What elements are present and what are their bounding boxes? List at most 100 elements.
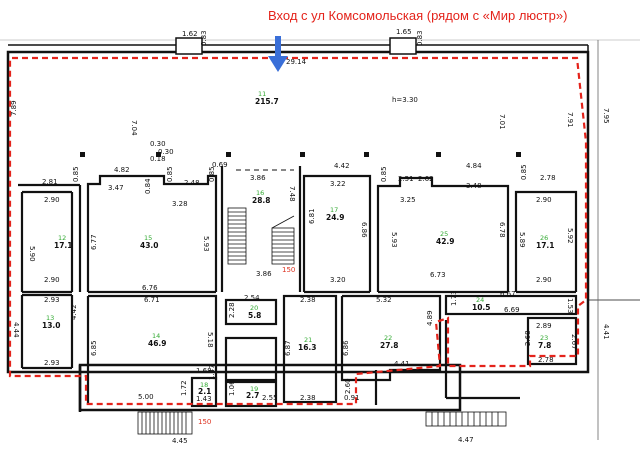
dim-085a: 0.85 [72, 166, 80, 182]
room-22-number: 22 [384, 334, 392, 342]
room-12-bottom: 2.90 [44, 276, 60, 284]
room-26-number: 26 [540, 234, 548, 242]
room-13-area: 13.0 [42, 321, 61, 330]
dim-084: 0.84 [144, 178, 152, 194]
dim-281: 2.81 [42, 178, 58, 186]
dim-347: 3.47 [108, 184, 124, 192]
dim-447: 4.47 [458, 436, 474, 444]
dim-col-left-h: 0.83 [200, 30, 208, 46]
room-21-right: 6.86 [342, 340, 350, 356]
room-17-left: 6.81 [308, 208, 316, 224]
room-24-right: 1.53 [566, 298, 574, 314]
room-23-bottom: 2.78 [538, 356, 554, 364]
hall-height: h=3.30 [392, 96, 418, 104]
room-12-top: 2.90 [44, 196, 60, 204]
dim-col-right: 1.65 [396, 28, 412, 36]
entrance-note: Вход с ул Комсомольская (рядом с «Мир лю… [268, 8, 568, 23]
hall-col-b: 0.30 [158, 148, 174, 156]
room-17-number: 17 [330, 206, 338, 214]
stairs-bottom-left [137, 411, 193, 435]
room-13-left: 4.44 [12, 322, 20, 338]
hall-col-c: 0.18 [150, 155, 166, 163]
room-18-side-a: 1.47 [208, 364, 216, 380]
room-23-area: 7.8 [538, 341, 551, 350]
room-19-left: 1.06 [228, 380, 236, 396]
room-18-width: 1.43 [196, 395, 212, 403]
room-25-left: 5.93 [390, 232, 398, 248]
dim-col-right-h: 0.83 [416, 30, 424, 46]
room-20-top: 2.54 [244, 294, 260, 302]
hall-right-outer: 7.95 [602, 108, 610, 124]
dim-091: 0.91 [344, 394, 360, 402]
room-25-top: 3.25 [400, 196, 416, 204]
room-16-number: 16 [256, 189, 264, 197]
room-24-number: 24 [476, 296, 484, 304]
dim-085d: 0.85 [380, 166, 388, 182]
room-22-bottom: 4.41 [394, 360, 410, 368]
top-columns [175, 37, 417, 55]
dim-445: 4.45 [172, 437, 188, 445]
dim-251: 2.51 [398, 175, 414, 183]
room-26-left: 5.89 [518, 232, 526, 248]
room-26-area: 17.1 [536, 241, 555, 250]
room-13-bottom: 2.93 [44, 359, 60, 367]
room-21-area: 16.3 [298, 343, 317, 352]
entrance-arrow [268, 36, 288, 72]
dim-col-left: 1.62 [182, 30, 198, 38]
room-15-top: 3.28 [172, 200, 188, 208]
dim-748: 7.48 [288, 186, 296, 202]
room-18-top: 1.68 [196, 367, 212, 375]
room-25-bottom: 6.73 [430, 271, 446, 279]
room-21-top: 2.38 [300, 296, 316, 304]
room-16-area: 28.8 [252, 196, 271, 205]
room-19-right: 2.55 [262, 394, 278, 402]
room-11-area: 215.7 [255, 97, 279, 106]
room-21-left: 6.87 [284, 340, 292, 356]
dim-248: 2.48 [184, 179, 200, 187]
room-15-area: 43.0 [140, 241, 159, 250]
room-26-right: 5.92 [566, 228, 574, 244]
room-23-right: 2.67 [570, 334, 578, 350]
room-12-number: 12 [58, 234, 66, 242]
room-12-area: 17.1 [54, 241, 73, 250]
stairs-main [227, 207, 295, 265]
room-25-right: 6.78 [498, 222, 506, 238]
dim-085e: 0.85 [520, 164, 528, 180]
room-22-area: 27.8 [380, 341, 399, 350]
room-17-bottom: 3.20 [330, 276, 346, 284]
room-23-top: 2.89 [536, 322, 552, 330]
room-24-bottom: 6.69 [504, 306, 520, 314]
hall-left-depth: 7.04 [130, 120, 138, 136]
hall-left-edge: 7.89 [10, 100, 18, 116]
room-13-number: 13 [46, 314, 54, 322]
dim-right-outer: 4.41 [602, 324, 610, 340]
room-13-right: 4.42 [70, 304, 78, 320]
room-15-left: 6.77 [90, 234, 98, 250]
room-14-right: 5.18 [206, 332, 214, 348]
room-26-top: 2.90 [536, 196, 552, 204]
dim-hall-width: 29.14 [286, 58, 307, 66]
dim-260: 2.60 [344, 378, 352, 394]
hall-right-edge: 7.91 [566, 112, 574, 128]
room-24-area: 10.5 [472, 303, 491, 312]
room-21-bottom: 2.38 [300, 394, 316, 402]
room-13-top: 2.93 [44, 296, 60, 304]
room-16-bottom: 3.86 [256, 270, 272, 278]
dim-348: 3.48 [466, 182, 482, 190]
room-14-left: 6.85 [90, 340, 98, 356]
room-26-bottom: 2.90 [536, 276, 552, 284]
dim-262: 2.62 [418, 175, 434, 183]
room-24-top: 6.67 [500, 290, 516, 298]
room-22-right: 4.89 [426, 310, 434, 326]
room-14-bottom: 5.00 [138, 393, 154, 401]
dim-085c: 0.85 [208, 166, 216, 182]
room-11-number: 11 [258, 90, 266, 98]
interior-walls [18, 166, 578, 408]
room-15-number: 15 [144, 234, 152, 242]
dim-322: 3.22 [330, 180, 346, 188]
room-20-number: 20 [250, 304, 258, 312]
hall-col-small: 0.69 [212, 161, 228, 169]
room-20-area: 5.8 [248, 311, 261, 320]
room-24-left: 1.73 [450, 290, 458, 306]
